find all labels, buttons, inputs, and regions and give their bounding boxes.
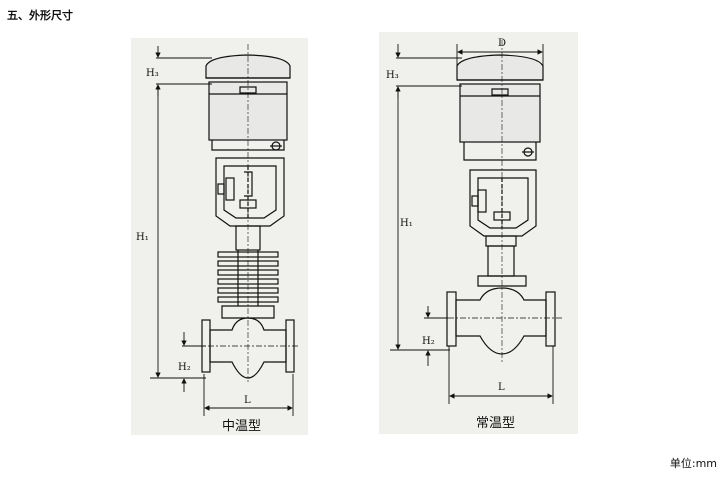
medium-temp-dimensions — [150, 46, 294, 416]
unit-note: 单位:mm — [669, 457, 717, 470]
right-h2-label: H₂ — [422, 336, 435, 347]
right-h3-label: H₃ — [386, 70, 399, 81]
left-l-label: L — [244, 395, 251, 406]
right-d-label: D — [498, 38, 506, 49]
left-h3-label: H₃ — [146, 68, 159, 79]
section-heading: 五、外形尺寸 — [7, 9, 73, 22]
right-caption: 常温型 — [476, 416, 515, 431]
medium-temp-valve-drawing — [196, 44, 300, 382]
left-h1-label: H₁ — [136, 232, 149, 243]
right-h1-label: H₁ — [400, 218, 413, 229]
right-l-label: L — [498, 382, 505, 393]
left-h2-label: H₂ — [178, 362, 191, 373]
left-caption: 中温型 — [222, 419, 261, 434]
normal-temp-valve-drawing — [436, 40, 562, 362]
normal-temp-dimensions — [390, 44, 554, 404]
